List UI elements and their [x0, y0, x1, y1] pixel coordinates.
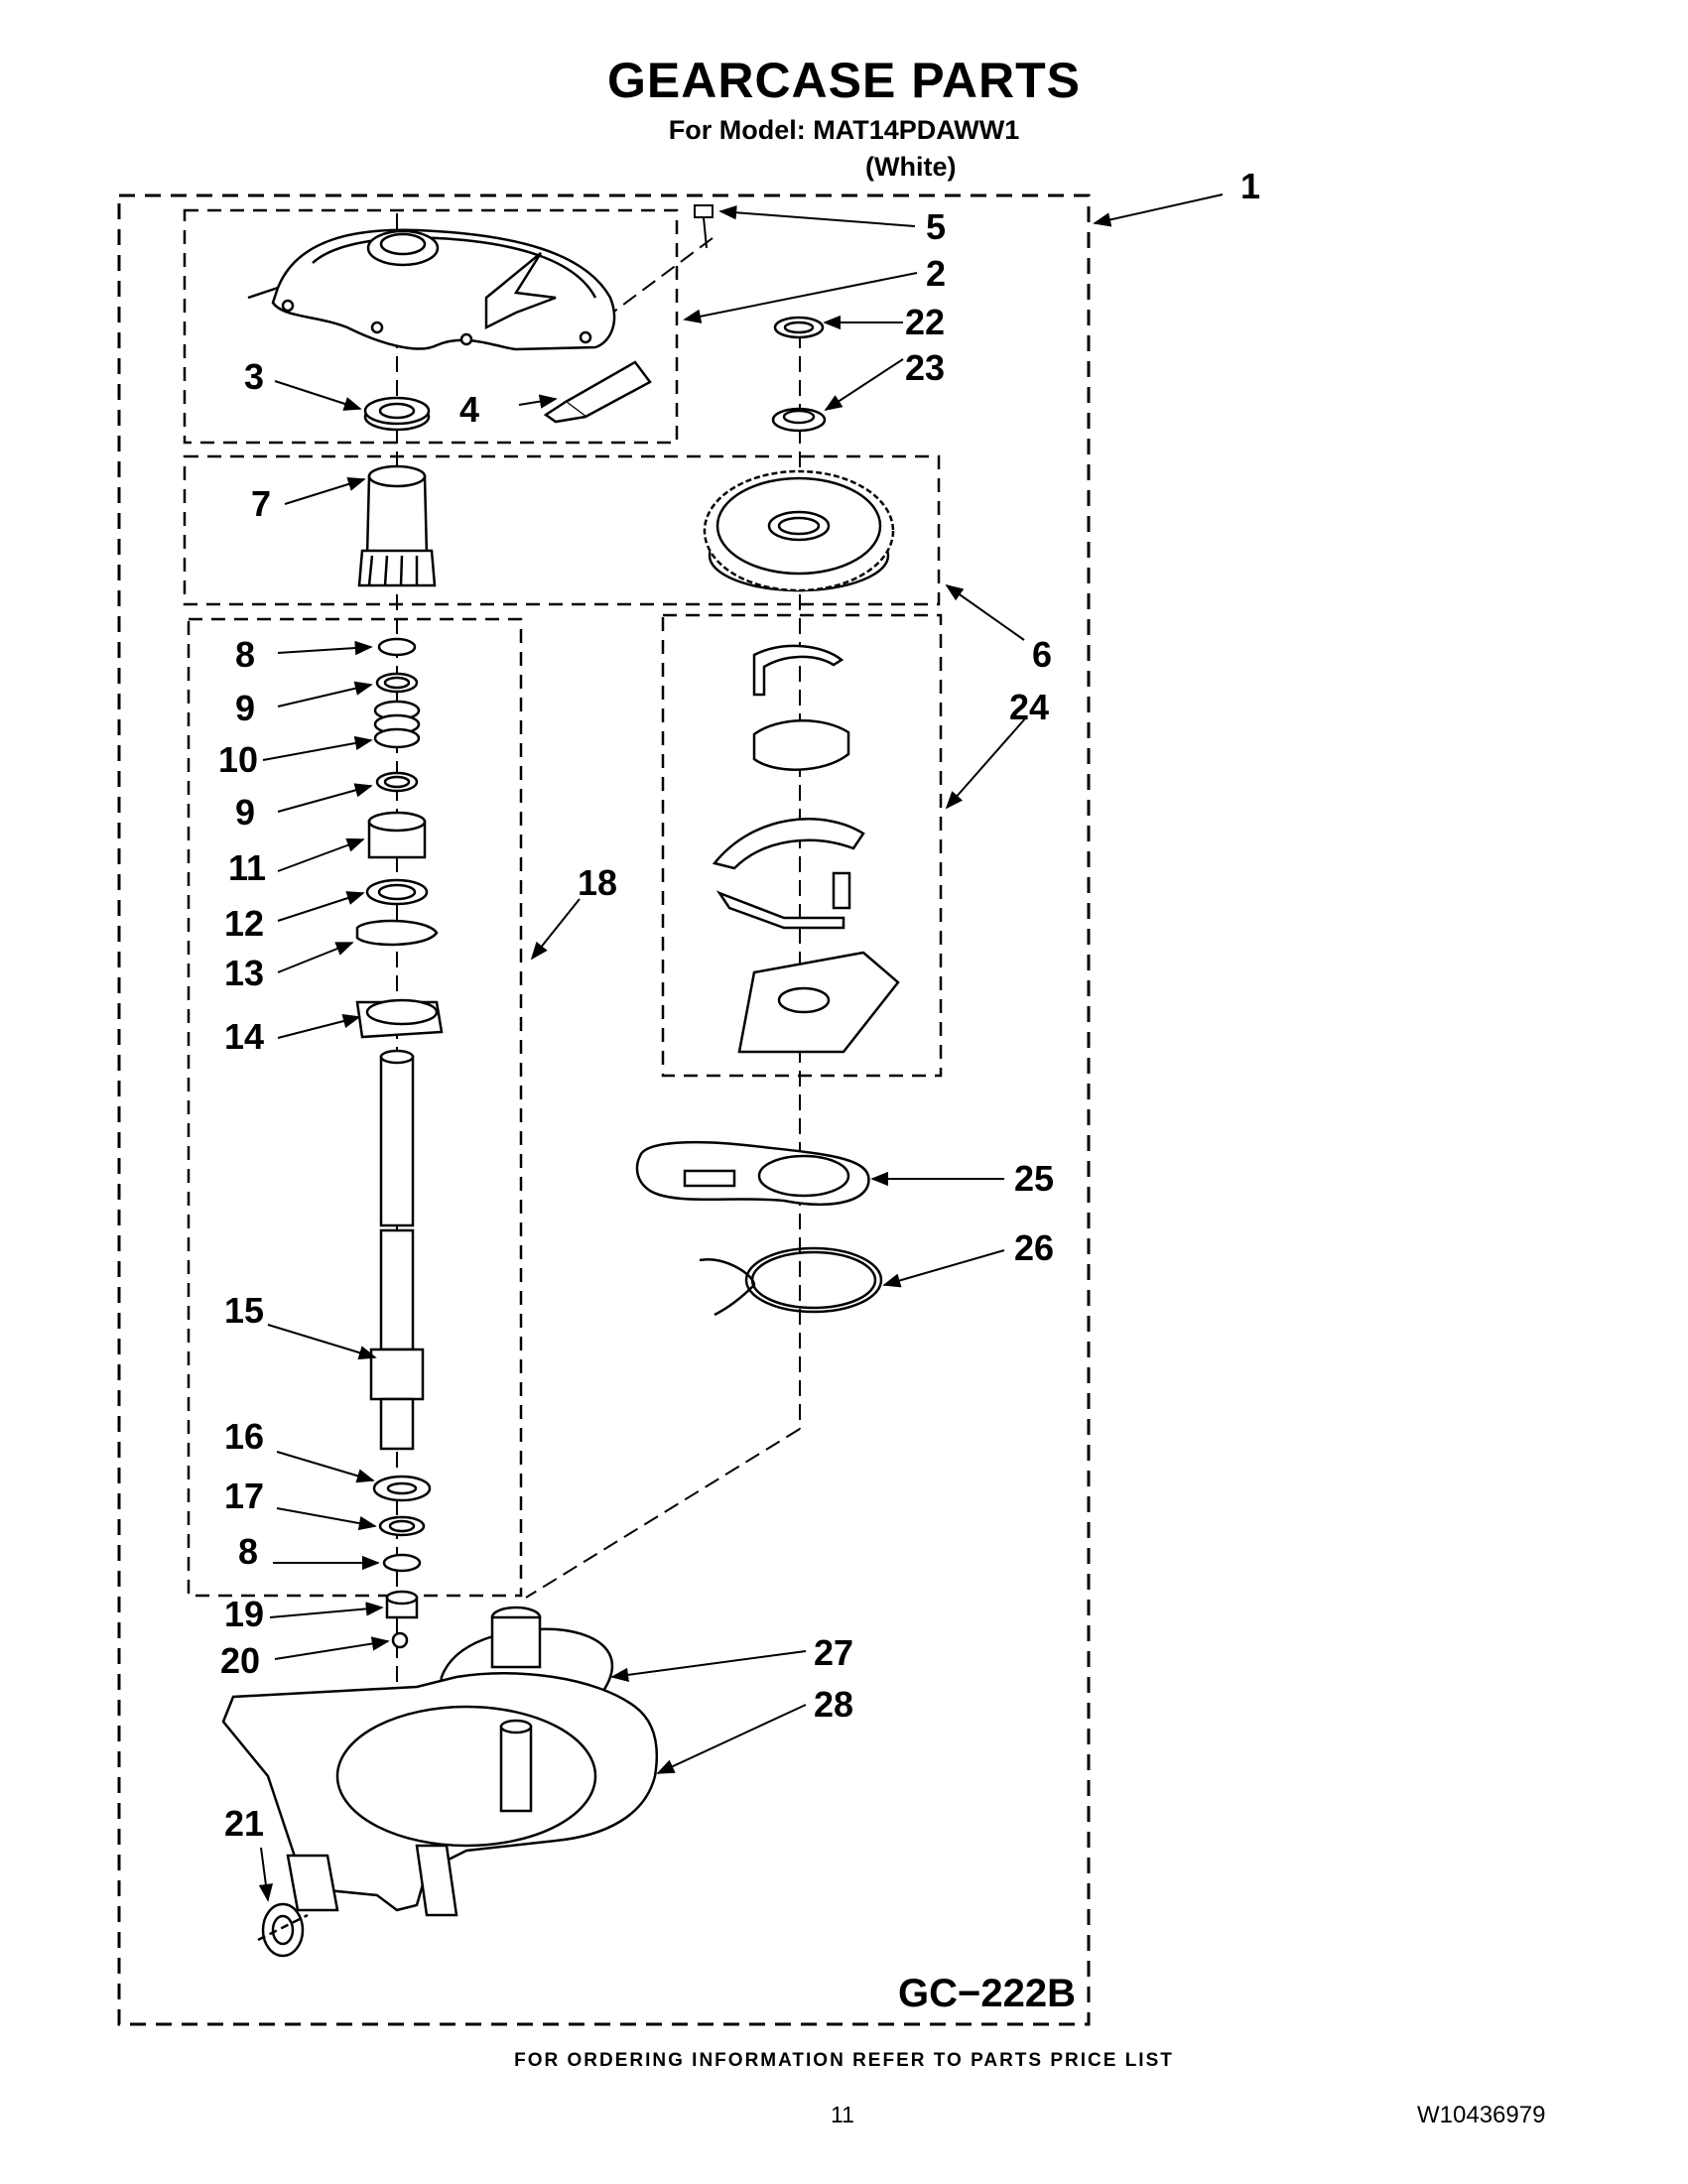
callout-25: 25 [1014, 1158, 1054, 1199]
gear-part-6 [703, 469, 895, 592]
assembly-box-main [117, 193, 1091, 2026]
callout-2: 2 [926, 253, 946, 294]
pinion-part-7 [357, 464, 437, 587]
callout-21: 21 [224, 1803, 264, 1844]
callout-5: 5 [926, 206, 946, 247]
ordering-note: FOR ORDERING INFORMATION REFER TO PARTS … [514, 2050, 1174, 2071]
callout-24: 24 [1009, 687, 1049, 727]
callout-13: 13 [224, 953, 264, 993]
assembly-box-gear [183, 454, 941, 606]
lower-stack-parts-16-20 [372, 1475, 432, 1649]
callout-20: 20 [220, 1640, 260, 1681]
rings-parts-22-23 [771, 316, 827, 433]
seal-part-3 [363, 396, 431, 432]
callout-27: 27 [814, 1632, 853, 1673]
figure-code: GC−222B [898, 1972, 1076, 2015]
screw-part-5 [694, 204, 714, 249]
callout-16: 16 [224, 1416, 264, 1457]
spring-part-26 [699, 1246, 883, 1317]
callout-7: 7 [251, 483, 271, 524]
callout-18: 18 [578, 862, 617, 903]
callout-10: 10 [218, 739, 258, 780]
document-number: W10436979 [1417, 2102, 1546, 2128]
callout-8b: 8 [238, 1531, 258, 1572]
assembly-box-cover [183, 208, 679, 445]
callout-22: 22 [905, 302, 945, 342]
callout-11: 11 [228, 847, 266, 888]
page-number: 11 [831, 2102, 854, 2127]
callout-8a: 8 [235, 634, 255, 675]
callout-14: 14 [224, 1016, 264, 1057]
color-label: (White) [865, 152, 957, 182]
shaft-part-15 [369, 1049, 425, 1451]
callout-15: 15 [224, 1290, 264, 1331]
leader-lines [258, 193, 1224, 1902]
gearcase-base-part-28 [221, 1672, 659, 1917]
page-title: GEARCASE PARTS [606, 53, 1081, 108]
model-line: For Model: MAT14PDAWW1 [668, 115, 1020, 145]
assembly-box-shifter [661, 613, 943, 1078]
callout-1: 1 [1240, 166, 1260, 206]
callout-23: 23 [905, 347, 945, 388]
gearcase-cover-part [247, 228, 616, 351]
callout-3: 3 [244, 356, 264, 397]
callout-26: 26 [1014, 1227, 1054, 1268]
callout-17: 17 [224, 1476, 264, 1516]
callout-9a: 9 [235, 688, 255, 728]
callout-9b: 9 [235, 792, 255, 833]
callout-6: 6 [1032, 634, 1052, 675]
plate-part-25 [635, 1140, 870, 1207]
seal-part-21 [257, 1902, 309, 1958]
callout-19: 19 [224, 1594, 264, 1634]
grease-tube-part-4 [543, 360, 652, 424]
callout-4: 4 [459, 389, 479, 430]
shifter-assembly-part-24 [712, 644, 900, 1054]
shaft-stack-parts-8-14 [355, 637, 444, 1039]
assembly-box-shaft [187, 617, 523, 1598]
callout-28: 28 [814, 1684, 853, 1725]
callout-12: 12 [224, 903, 264, 944]
